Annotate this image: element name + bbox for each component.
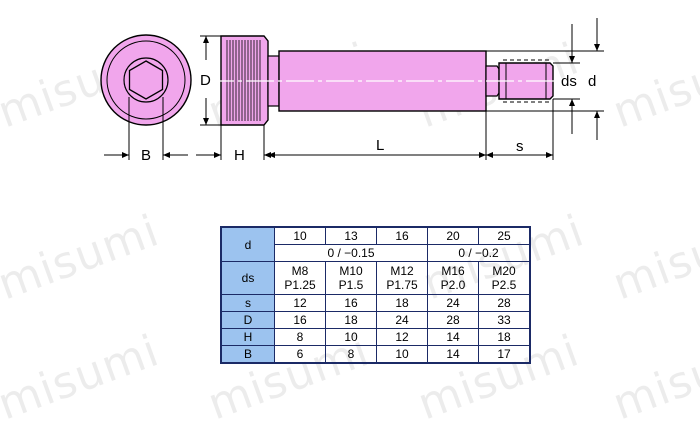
svg-text:misumi: misumi xyxy=(0,325,166,430)
table-cell: 6 xyxy=(274,345,326,364)
row-header-ds: ds xyxy=(220,261,275,295)
svg-text:misumi: misumi xyxy=(606,205,700,310)
table-cell: 12 xyxy=(376,328,428,346)
row-header-B: B xyxy=(220,345,275,364)
svg-text:misumi: misumi xyxy=(606,325,700,430)
table-row-d: d 10 13 16 20 25 xyxy=(220,226,531,262)
table-cell: 10 xyxy=(274,226,326,245)
table-cell: 25 xyxy=(478,226,531,245)
row-header-H: H xyxy=(220,328,275,346)
table-row-B: B 6 8 10 14 17 xyxy=(220,345,531,364)
dim-label-H: H xyxy=(234,147,245,164)
table-cell: 28 xyxy=(478,294,531,312)
table-cell: 14 xyxy=(427,345,479,364)
table-cell: 18 xyxy=(478,328,531,346)
table-cell: 18 xyxy=(325,311,377,329)
bolt-side-view xyxy=(206,35,560,126)
table-cell: 24 xyxy=(376,311,428,329)
table-row-H: H 8 10 12 14 18 xyxy=(220,328,531,346)
svg-text:misumi: misumi xyxy=(606,33,700,138)
table-row-D: D 16 18 24 28 33 xyxy=(220,311,531,329)
tolerance-cell: 0 / −0.15 xyxy=(274,244,428,262)
table-row-s: s 12 16 18 24 28 xyxy=(220,294,531,312)
bolt-end-view xyxy=(100,34,192,126)
table-row-d-tolerance: 0 / −0.15 0 / −0.2 xyxy=(221,244,531,262)
table-cell: 33 xyxy=(478,311,531,329)
table-cell: 24 xyxy=(427,294,479,312)
table-cell: 20 xyxy=(427,226,479,245)
table-cell: 14 xyxy=(427,328,479,346)
dim-label-B: B xyxy=(141,147,151,164)
dim-label-D: D xyxy=(200,72,211,89)
svg-text:misumi: misumi xyxy=(0,205,166,310)
table-cell: 10 xyxy=(325,328,377,346)
row-header-D: D xyxy=(220,311,275,329)
dim-label-L: L xyxy=(376,137,384,154)
dim-label-s: s xyxy=(516,138,524,155)
table-cell: 10 xyxy=(376,345,428,364)
dim-label-ds: ds xyxy=(561,73,577,90)
table-cell: 16 xyxy=(274,311,326,329)
table-cell: 17 xyxy=(478,345,531,364)
dim-label-d: d xyxy=(588,73,596,90)
row-header-s: s xyxy=(220,294,275,312)
table-cell: 12 xyxy=(274,294,326,312)
tolerance-cell: 0 / −0.2 xyxy=(427,244,531,262)
table-cell: 18 xyxy=(376,294,428,312)
dimension-lines xyxy=(104,18,604,160)
table-cell: 13 xyxy=(325,226,377,245)
spec-table: d 10 13 16 20 25 0 / −0.15 0 / −0.2 ds M… xyxy=(220,226,531,364)
table-cell: 16 xyxy=(376,226,428,245)
table-cell: 28 xyxy=(427,311,479,329)
row-header-d: d xyxy=(220,226,275,262)
table-cell: 8 xyxy=(274,328,326,346)
table-cell: 8 xyxy=(325,345,377,364)
table-cell: 16 xyxy=(325,294,377,312)
